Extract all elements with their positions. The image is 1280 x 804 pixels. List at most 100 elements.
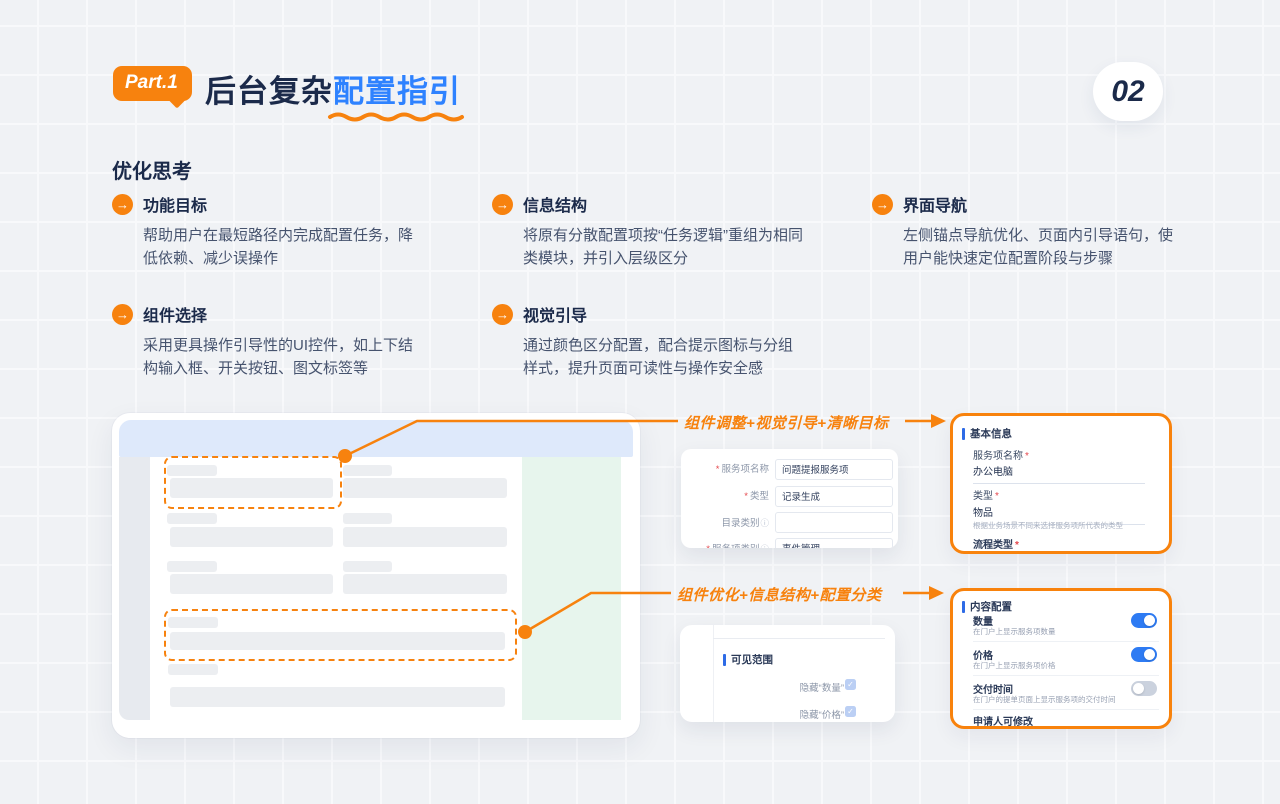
callout-label-top: 组件调整+视觉引导+清晰目标 xyxy=(684,415,889,432)
info-icon: ⓘ xyxy=(760,518,769,528)
arrow-circle-icon: → xyxy=(112,303,133,325)
toggle-knob xyxy=(1144,649,1155,660)
think-item-navigation: → 界面导航 左侧锚点导航优化、页面内引导语句，使用户能快速定位配置阶段与步骤 xyxy=(872,192,1184,271)
delivery-time-toggle[interactable] xyxy=(1131,681,1157,696)
highlight-dashed-box-bottom xyxy=(164,609,517,661)
quantity-row-desc: 在门户上显示服务项数量 xyxy=(973,627,1056,636)
think-item-title: 界面导航 xyxy=(903,198,968,215)
catalog-category-input[interactable] xyxy=(775,512,893,533)
placeholder-label xyxy=(167,561,217,572)
page-title: 后台复杂配置指引 xyxy=(205,66,461,111)
think-item-title: 组件选择 xyxy=(143,308,208,325)
content-config-header: 内容配置 xyxy=(962,599,1012,614)
field-label: 流程类型* xyxy=(973,540,1019,551)
placeholder-label xyxy=(167,465,217,476)
placeholder-label xyxy=(167,513,217,524)
hide-price-checkbox[interactable]: ✓ xyxy=(845,706,856,717)
think-item-title: 信息结构 xyxy=(523,198,588,215)
hide-quantity-checkbox[interactable]: ✓ xyxy=(845,679,856,690)
mockup-header-bar xyxy=(119,420,633,457)
new-content-config-panel: 内容配置 数量 在门户上显示服务项数量 价格 在门户上显示服务项价格 交付时间 … xyxy=(950,588,1172,729)
section-title: 基本信息 xyxy=(970,428,1012,440)
quantity-row-title: 数量 xyxy=(973,617,993,628)
arrow-circle-icon: → xyxy=(872,193,893,215)
placeholder-input xyxy=(170,632,505,650)
field-label: *类型 xyxy=(744,491,769,502)
think-item-body: 通过颜色区分配置，配合提示图标与分组样式，提升页面可读性与操作安全感 xyxy=(523,337,794,378)
think-item-goal: → 功能目标 帮助用户在最短路径内完成配置任务，降低依赖、减少误操作 xyxy=(112,192,424,271)
price-toggle[interactable] xyxy=(1131,647,1157,662)
field-label: *服务项类别ⓘ xyxy=(681,538,769,548)
divider xyxy=(973,641,1159,642)
info-icon: ⓘ xyxy=(760,544,769,548)
think-item-body: 帮助用户在最短路径内完成配置任务，降低依赖、减少误操作 xyxy=(143,227,414,268)
placeholder-label xyxy=(343,465,392,476)
think-item-body: 采用更具操作引导性的UI控件，如上下结构输入框、开关按钮、图文标签等 xyxy=(143,337,414,378)
hide-quantity-label: 隐藏“数量” xyxy=(799,683,844,694)
placeholder-input xyxy=(343,527,507,547)
arrow-circle-icon: → xyxy=(492,193,513,215)
quantity-toggle[interactable] xyxy=(1131,613,1157,628)
service-name-value[interactable]: 办公电脑 xyxy=(973,463,1145,484)
required-marker: * xyxy=(995,491,999,502)
placeholder-label xyxy=(343,561,392,572)
arrow-circle-icon: → xyxy=(112,193,133,215)
type-input[interactable]: 记录生成 xyxy=(775,486,893,507)
toggle-knob xyxy=(1144,615,1155,626)
price-row-desc: 在门户上显示服务项价格 xyxy=(973,661,1056,670)
placeholder-label xyxy=(168,617,218,628)
new-basic-info-panel: 基本信息 服务项名称* 办公电脑 类型* 物品 根据业务场景不同来选择服务项所代… xyxy=(950,413,1172,554)
section-title: 可见范围 xyxy=(731,654,773,666)
page-title-highlight: 配置指引 xyxy=(333,74,461,109)
page-title-prefix: 后台复杂 xyxy=(205,74,333,109)
section-bar-icon xyxy=(962,427,965,440)
placeholder-input xyxy=(343,574,507,594)
placeholder-label xyxy=(168,664,218,675)
type-helper-text: 根据业务场景不同来选择服务项所代表的类型 xyxy=(973,521,1123,530)
service-category-input[interactable]: 事件管理 xyxy=(775,538,893,548)
field-label: 类型* xyxy=(973,491,999,502)
required-marker: * xyxy=(1025,451,1029,462)
divider xyxy=(713,638,885,639)
think-item-title: 视觉引导 xyxy=(523,308,588,325)
page-number: 02 xyxy=(1093,62,1163,121)
price-row-title: 价格 xyxy=(973,651,993,662)
placeholder-input xyxy=(170,527,333,547)
callout-label-bottom: 组件优化+信息结构+配置分类 xyxy=(677,587,882,604)
required-marker: * xyxy=(1015,540,1019,551)
placeholder-input xyxy=(170,478,333,498)
section-bar-icon xyxy=(723,653,726,666)
visibility-section-header: 可见范围 xyxy=(723,652,773,667)
basic-info-header: 基本信息 xyxy=(962,426,1012,441)
clipped-row-title: 申请人可修改 xyxy=(973,717,1033,728)
required-marker: * xyxy=(744,491,748,502)
think-item-structure: → 信息结构 将原有分散配置项按“任务逻辑”重组为相同类模块，并引入层级区分 xyxy=(492,192,804,271)
old-form-card: *服务项名称 问题提报服务项 *类型 记录生成 目录类别ⓘ *服务项类别ⓘ 事件… xyxy=(681,449,898,548)
divider xyxy=(973,709,1159,710)
toggle-knob xyxy=(1133,683,1144,694)
title-wave-underline xyxy=(328,112,464,122)
arrow-circle-icon: → xyxy=(492,303,513,325)
think-item-visual: → 视觉引导 通过颜色区分配置，配合提示图标与分组样式，提升页面可读性与操作安全… xyxy=(492,302,804,381)
service-name-input[interactable]: 问题提报服务项 xyxy=(775,459,893,480)
section-title: 内容配置 xyxy=(970,601,1012,613)
delivery-time-row-desc: 在门户的提单页面上显示服务项的交付时间 xyxy=(973,695,1116,704)
placeholder-label xyxy=(343,513,392,524)
highlight-dashed-box-top xyxy=(164,456,342,509)
field-label: 服务项名称* xyxy=(973,451,1029,462)
mockup-sidebar xyxy=(119,457,150,720)
mockup-right-panel xyxy=(522,457,621,720)
type-value[interactable]: 物品 xyxy=(973,504,1145,525)
placeholder-input xyxy=(170,574,333,594)
think-item-components: → 组件选择 采用更具操作引导性的UI控件，如上下结构输入框、开关按钮、图文标签… xyxy=(112,302,424,381)
wireframe-mockup xyxy=(112,413,640,738)
section-heading: 优化思考 xyxy=(112,161,192,183)
field-label: *服务项名称 xyxy=(715,464,769,475)
old-visibility-card: 可见范围 隐藏“数量” ✓ 隐藏“价格” ✓ xyxy=(680,625,895,722)
section-bar-icon xyxy=(962,600,965,613)
required-marker: * xyxy=(706,544,710,548)
placeholder-input xyxy=(343,478,507,498)
field-label: 目录类别ⓘ xyxy=(721,518,769,529)
placeholder-input xyxy=(170,687,505,707)
delivery-time-row-title: 交付时间 xyxy=(973,685,1013,696)
